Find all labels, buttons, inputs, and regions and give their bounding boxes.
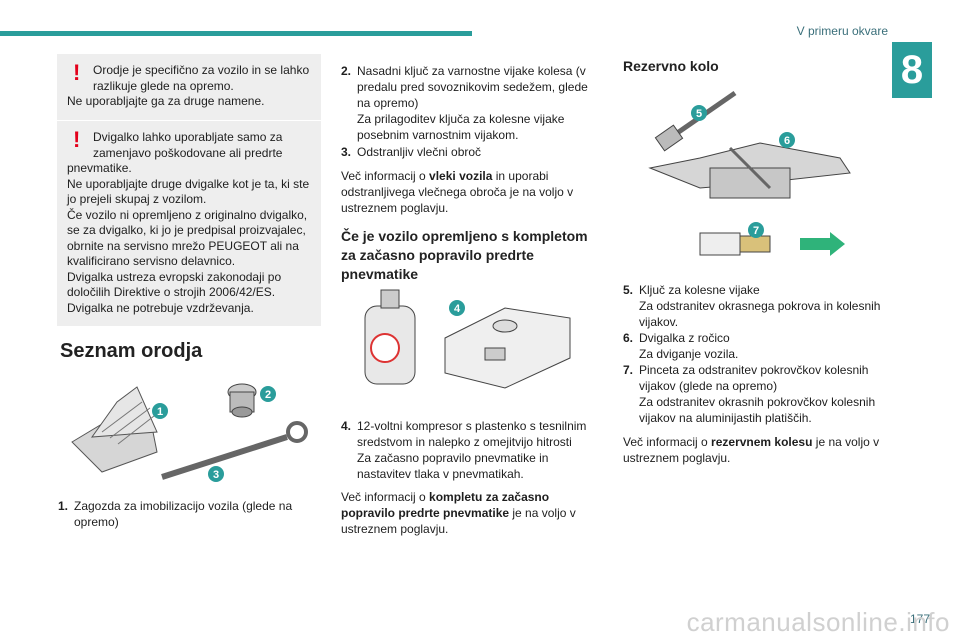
list-item: 6. Dvigalka z ročico Za dviganje vozila. — [623, 331, 739, 361]
list-item: 1. Zagozda za imobilizacijo vozila (gled… — [58, 499, 293, 529]
section-title: V primeru okvare — [796, 24, 888, 38]
list-item: 4. 12-voltni kompresor s plastenko s tes… — [341, 419, 587, 481]
warning-text: Če vozilo ni opremljeno z originalno dvi… — [67, 207, 308, 269]
warning-box-tools: ! Orodje je specifično za vozilo in se l… — [57, 54, 321, 120]
badge-3: 3 — [208, 466, 224, 482]
warning-text: pnevmatike. — [67, 161, 132, 175]
towing-paragraph: Več informacij o vleki vozila in uporabi… — [341, 169, 574, 215]
badge-1: 1 — [152, 403, 168, 419]
compressor-illustration: 4 — [364, 289, 571, 389]
warning-icon: ! — [73, 127, 81, 152]
watermark: carmanualsonline.info — [686, 607, 950, 637]
list-item: 2. Nasadni ključ za varnostne vijake kol… — [341, 64, 588, 142]
svg-text:4: 4 — [454, 303, 461, 315]
warning-text: Dvigalko lahko uporabljate samo za zamen… — [93, 130, 283, 160]
page-number: 177 — [909, 612, 930, 626]
badge-7: 7 — [748, 222, 764, 238]
svg-text:2: 2 — [265, 389, 271, 401]
badge-6: 6 — [779, 132, 795, 148]
spare-wheel-illustration: 5 6 7 — [648, 90, 851, 256]
repair-kit-paragraph: Več informacij o kompletu za začasno pop… — [341, 490, 576, 536]
tools-illustration: 1 2 3 — [71, 383, 308, 482]
list-item: 5. Ključ za kolesne vijake Za odstranite… — [623, 283, 881, 329]
badge-5: 5 — [691, 105, 707, 121]
svg-text:5: 5 — [696, 108, 702, 120]
badge-2: 2 — [260, 386, 276, 402]
chapter-number: 8 — [892, 42, 932, 98]
spare-wheel-paragraph: Več informacij o rezervnem kolesu je na … — [623, 435, 880, 465]
svg-text:3: 3 — [213, 469, 219, 481]
warning-text: Orodje je specifično za vozilo in se lah… — [93, 63, 310, 93]
header-bar — [0, 31, 472, 36]
warning-text: Ne uporabljajte ga za druge namene. — [67, 94, 265, 108]
repair-kit-heading: Če je vozilo opremljeno s kompletom za z… — [341, 228, 588, 282]
warning-text: Ne uporabljajte druge dvigalke kot je ta… — [67, 176, 310, 207]
tools-heading: Seznam orodja — [60, 340, 203, 362]
list-item: 3. Odstranljiv vlečni obroč — [341, 145, 482, 159]
badge-4: 4 — [449, 300, 465, 316]
spare-wheel-heading: Rezervno kolo — [623, 58, 719, 74]
warning-text: Dvigalka ne potrebuje vzdrževanja. — [67, 300, 254, 315]
warning-text: Dvigalka ustreza evropski zakonodaji po … — [67, 269, 282, 300]
list-item: 7. Pinceta za odstranitev pokrovčkov kol… — [623, 363, 876, 425]
svg-text:7: 7 — [753, 225, 759, 237]
svg-text:1: 1 — [157, 406, 163, 418]
warning-icon: ! — [73, 60, 81, 85]
svg-text:6: 6 — [784, 135, 790, 147]
warning-box-jack: ! Dvigalko lahko uporabljate samo za zam… — [57, 121, 321, 326]
